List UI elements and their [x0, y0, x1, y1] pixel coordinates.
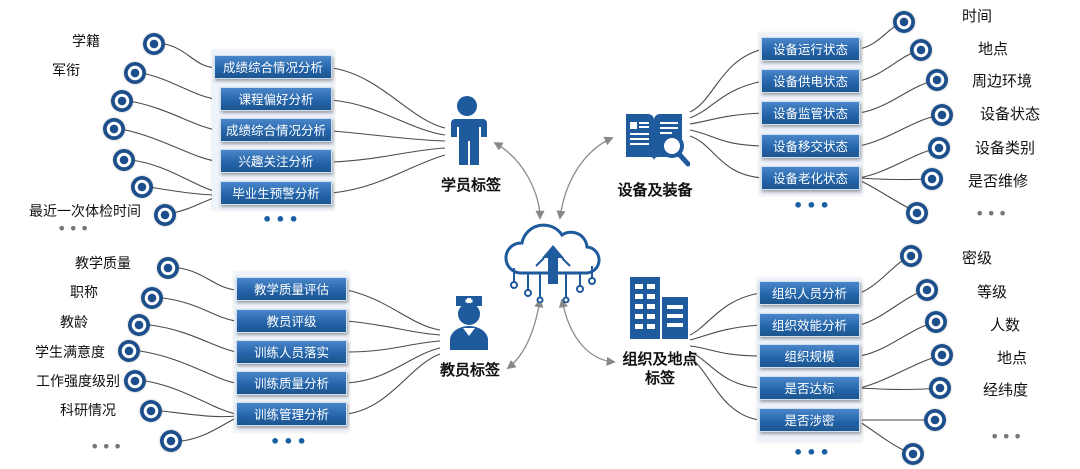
- equipment-analysis-4: 设备移交状态: [761, 134, 860, 158]
- organization-analysis-more: •••: [793, 443, 833, 462]
- teacher-attr-more: •••: [90, 437, 125, 456]
- student-attr-more: •••: [57, 219, 92, 238]
- node-icon: [921, 168, 943, 190]
- node-icon: [924, 409, 946, 431]
- teacher-attr-4: 学生满意度: [35, 345, 105, 361]
- teacher-analysis-5: 训练管理分析: [236, 402, 347, 426]
- equipment-attr-5: 设备类别: [975, 139, 1036, 157]
- node-icon: [111, 90, 133, 112]
- teacher-analysis-4: 训练质量分析: [236, 371, 347, 395]
- student-analysis-2: 课程偏好分析: [220, 87, 332, 111]
- node-icon: [910, 39, 932, 61]
- node-icon: [124, 62, 146, 84]
- organization-hub-title: 组织及地点 标签: [605, 350, 715, 388]
- organization-analysis-2: 组织效能分析: [759, 313, 860, 337]
- node-icon: [140, 400, 162, 422]
- node-icon: [103, 118, 125, 140]
- equipment-hub-title: 设备及装备: [617, 181, 693, 199]
- teacher-attr-1: 教学质量: [75, 256, 131, 272]
- node-icon: [900, 245, 922, 267]
- student-analysis-more: •••: [262, 210, 302, 229]
- equipment-analysis-1: 设备运行状态: [761, 37, 860, 61]
- teacher-attr-6: 科研情况: [60, 403, 116, 419]
- node-icon: [931, 344, 953, 366]
- node-icon: [926, 69, 948, 91]
- teacher-analysis-1: 教学质量评估: [236, 277, 347, 301]
- organization-analysis-4: 是否达标: [759, 376, 860, 400]
- equipment-analysis-more: •••: [793, 196, 833, 215]
- node-icon: [143, 33, 165, 55]
- organization-hub-title-line2: 标签: [644, 369, 675, 387]
- node-icon: [154, 204, 176, 226]
- organization-attr-5: 经纬度: [983, 381, 1029, 399]
- node-icon: [929, 377, 951, 399]
- node-icon: [160, 430, 182, 452]
- node-icon: [893, 11, 915, 33]
- node-icon: [128, 314, 150, 336]
- teacher-attr-5: 工作强度级别: [36, 374, 120, 390]
- equipment-attr-2: 地点: [978, 40, 1009, 58]
- node-icon: [931, 104, 953, 126]
- organization-analysis-5: 是否涉密: [759, 408, 860, 432]
- organization-attr-more: •••: [990, 427, 1025, 446]
- node-icon: [118, 340, 140, 362]
- equipment-analysis-3: 设备监管状态: [761, 101, 860, 125]
- teacher-hub-title: 教员标签: [439, 361, 500, 379]
- node-icon: [916, 279, 938, 301]
- equipment-attr-6: 是否维修: [968, 172, 1029, 190]
- student-attr-3: 最近一次体检时间: [29, 204, 141, 220]
- node-icon: [906, 202, 928, 224]
- node-icon: [902, 443, 924, 465]
- student-person-icon: [451, 96, 487, 165]
- organization-attr-1: 密级: [962, 249, 993, 267]
- equipment-analysis-2: 设备供电状态: [761, 69, 860, 93]
- student-attr-2: 军衔: [52, 63, 80, 79]
- teacher-attr-2: 职称: [70, 285, 98, 301]
- organization-attr-4: 地点: [997, 349, 1028, 367]
- organization-attr-3: 人数: [990, 316, 1021, 334]
- student-attr-1: 学籍: [72, 34, 100, 50]
- equipment-attr-more: •••: [975, 204, 1010, 223]
- teacher-analysis-more: •••: [270, 432, 310, 451]
- student-analysis-5: 毕业生预警分析: [220, 181, 332, 205]
- node-icon: [928, 137, 950, 159]
- node-icon: [157, 257, 179, 279]
- building-icon: [630, 277, 688, 339]
- student-analysis-4: 兴趣关注分析: [220, 149, 332, 173]
- node-icon: [925, 311, 947, 333]
- teacher-analysis-3: 训练人员落实: [236, 340, 347, 364]
- equipment-analysis-5: 设备老化状态: [761, 166, 860, 190]
- organization-attr-2: 等级: [977, 283, 1008, 301]
- organization-analysis-1: 组织人员分析: [759, 281, 860, 305]
- student-hub-title: 学员标签: [440, 176, 501, 194]
- book-search-icon: [626, 114, 690, 167]
- equipment-attr-3: 周边环境: [972, 72, 1033, 90]
- node-icon: [131, 176, 153, 198]
- student-analysis-1: 成绩综合情况分析: [214, 55, 332, 79]
- student-analysis-3: 成绩综合情况分析: [220, 118, 332, 142]
- equipment-attr-4: 设备状态: [980, 105, 1041, 123]
- organization-analysis-3: 组织规模: [759, 344, 860, 368]
- node-icon: [124, 370, 146, 392]
- teacher-attr-3: 教龄: [60, 315, 88, 331]
- cloud-hub-icon: [504, 223, 601, 303]
- node-icon: [141, 287, 163, 309]
- equipment-attr-1: 时间: [962, 7, 993, 25]
- teacher-nurse-icon: [450, 296, 488, 350]
- node-icon: [113, 149, 135, 171]
- organization-hub-title-line1: 组织及地点: [622, 350, 698, 368]
- teacher-analysis-2: 教员评级: [236, 309, 347, 333]
